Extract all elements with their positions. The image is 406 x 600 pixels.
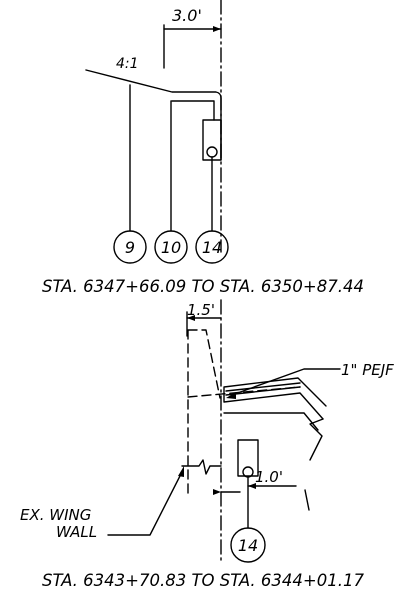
drain-pipe xyxy=(206,146,218,158)
upper-detail: 3.0' 4:1 9 10 14 STA. 6347+66.09 TO STA.… xyxy=(42,0,364,296)
existing-wing-wall-outline xyxy=(187,329,301,499)
joint-filler-line-1 xyxy=(225,382,301,392)
wall-break-line xyxy=(181,459,222,475)
callout-bubble-9 xyxy=(113,230,147,264)
ground-line-right xyxy=(304,489,310,511)
curb-face xyxy=(171,100,215,121)
slope-label: 4:1 xyxy=(116,56,139,72)
deck-slab xyxy=(223,377,327,420)
callout-bubble-10 xyxy=(154,230,188,264)
drain-box xyxy=(202,119,222,161)
dimension-3ft xyxy=(163,24,222,69)
slope-profile xyxy=(85,69,222,161)
dimension-1-5ft xyxy=(186,311,222,337)
wing-wall-label-line2: WALL xyxy=(56,523,97,541)
joint-filler-line-2 xyxy=(225,386,301,396)
station-range-lower: STA. 6343+70.83 TO STA. 6344+01.17 xyxy=(42,571,364,590)
callout-label-14-lower: 14 xyxy=(238,536,258,555)
wing-wall-leader xyxy=(107,471,183,536)
dimension-label-1ft: 1.0' xyxy=(255,468,283,486)
wing-wall-label-line1: EX. WING xyxy=(20,506,91,524)
joint-note-leader xyxy=(231,368,341,396)
lower-detail: 1.5' 1" PEJF 1.0' xyxy=(20,299,394,590)
dimension-1ft xyxy=(213,483,297,495)
station-range-upper: STA. 6347+66.09 TO STA. 6350+87.44 xyxy=(42,277,364,296)
dimension-label-3ft: 3.0' xyxy=(172,6,202,25)
callout-bubble-14-lower xyxy=(230,527,266,563)
callout-label-9: 9 xyxy=(125,238,135,257)
break-line-right xyxy=(309,418,324,461)
callout-bubble-14 xyxy=(195,230,229,264)
joint-note-label: 1" PEJF xyxy=(341,361,394,379)
dimension-label-1-5ft: 1.5' xyxy=(187,301,215,319)
callout-label-14: 14 xyxy=(202,238,222,257)
drain-box-lower xyxy=(237,439,259,477)
slab-underside xyxy=(223,412,319,431)
callout-label-10: 10 xyxy=(161,238,181,257)
